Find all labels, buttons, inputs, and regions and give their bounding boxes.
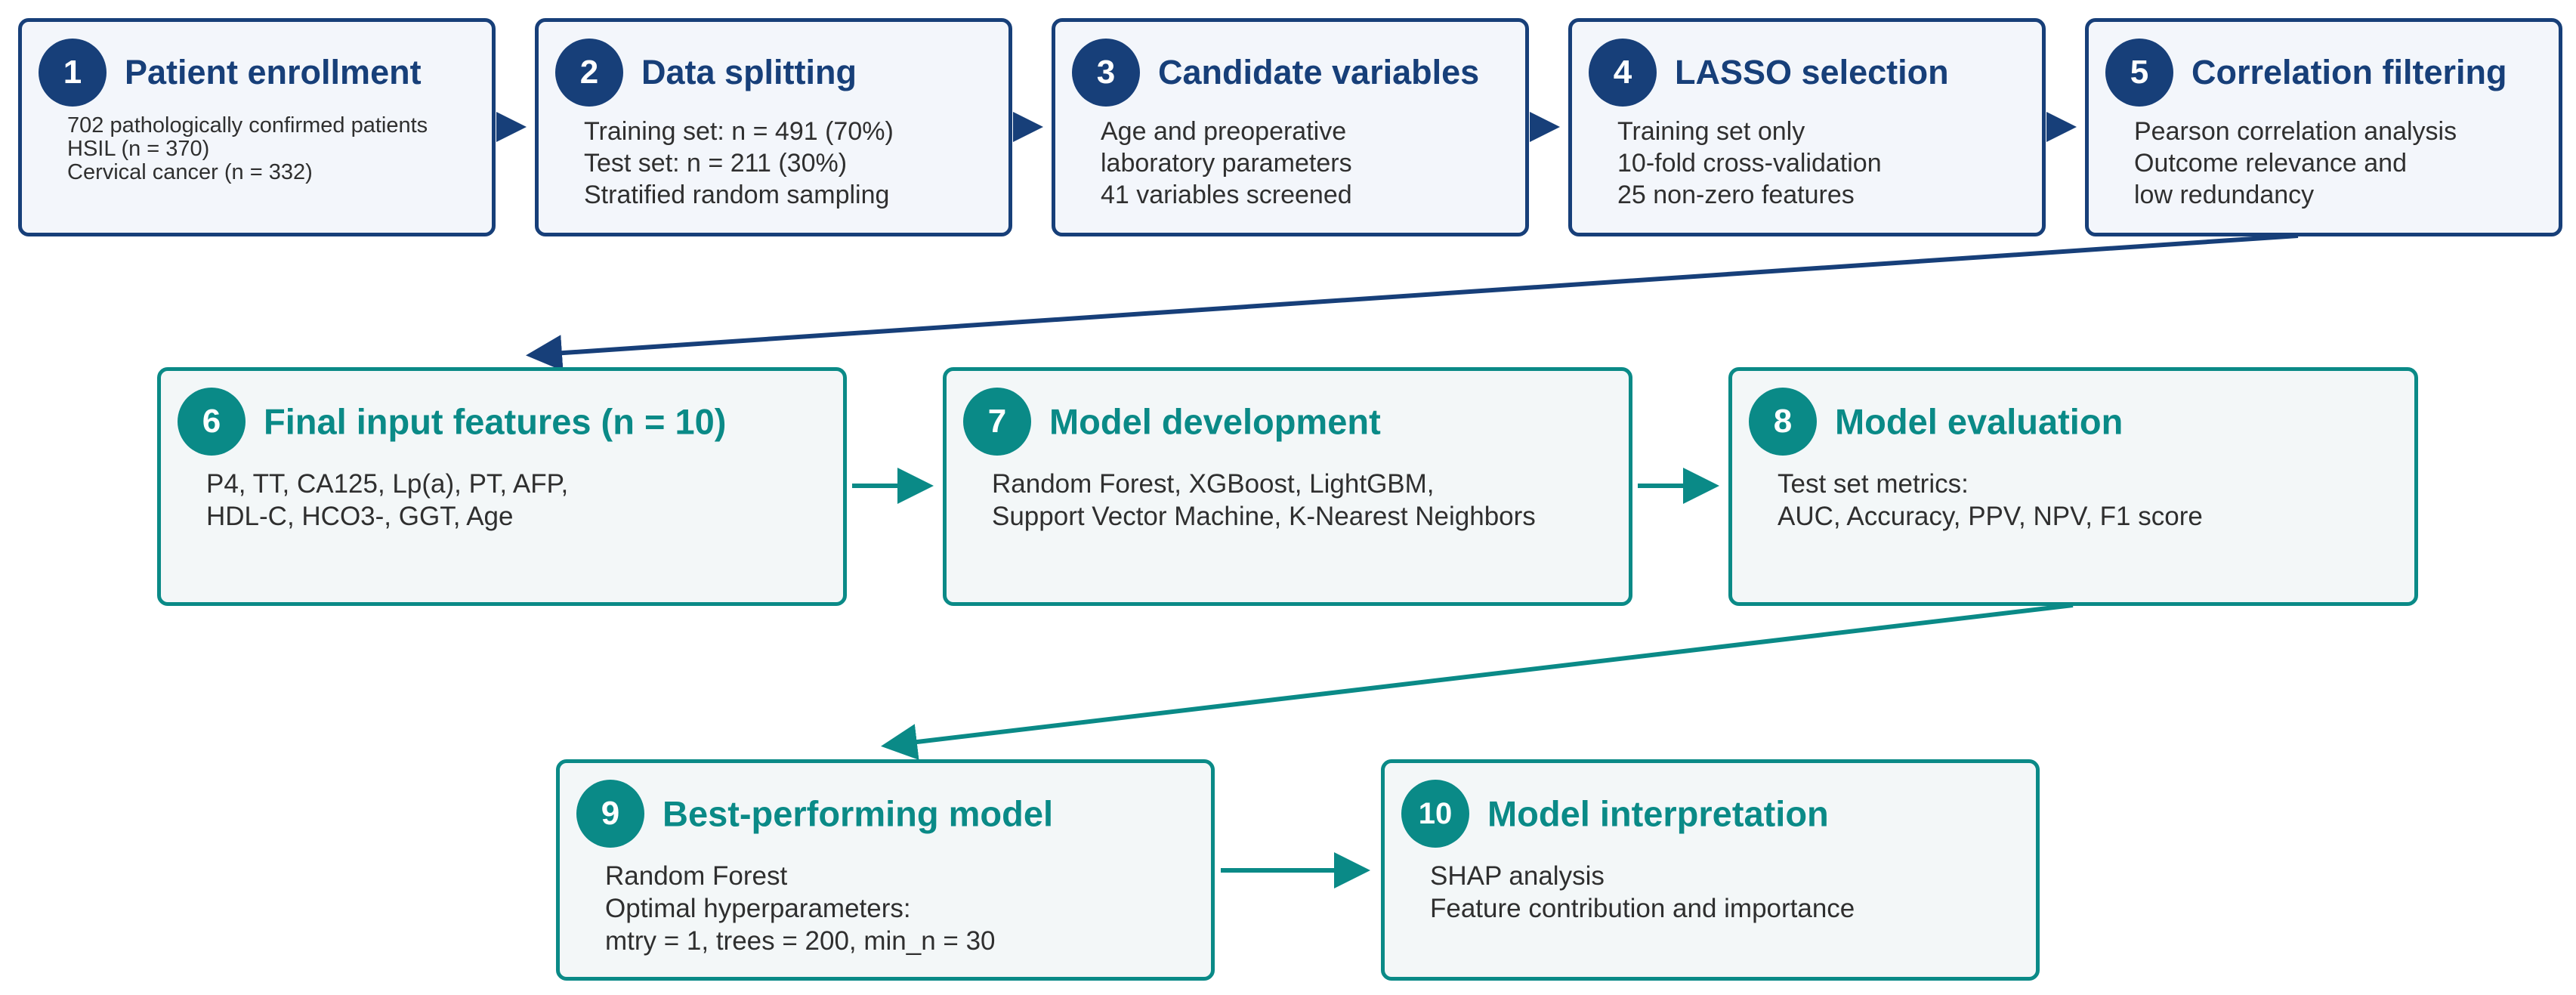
step-detail-line: Outcome relevance and [2134,149,2407,178]
step-details: Random Forest, XGBoost, LightGBM, Suppor… [992,468,1536,533]
step-model-development: 7 Model development Random Forest, XGBoo… [943,367,1632,606]
step-number-badge: 8 [1749,388,1817,456]
step-best-performing-model: 9 Best-performing model Random Forest Op… [556,759,1215,981]
step-details: Age and preoperative laboratory paramete… [1101,116,1352,211]
step-title: Final input features (n = 10) [264,401,727,442]
step-title: Candidate variables [1158,53,1480,91]
step-details: Pearson correlation analysis Outcome rel… [2134,116,2457,211]
step-model-interpretation: 10 Model interpretation SHAP analysis Fe… [1381,759,2040,981]
step-detail-line: Feature contribution and importance [1430,894,1855,923]
step-title: LASSO selection [1675,53,1949,91]
step-number-badge: 1 [39,39,107,107]
step-detail-line: Test set: n = 211 (30%) [584,149,848,178]
step-detail-line: Support Vector Machine, K-Nearest Neighb… [992,502,1536,531]
step-model-evaluation: 8 Model evaluation Test set metrics: AUC… [1728,367,2418,606]
step-detail-line: low redundancy [2134,181,2315,209]
step-detail-line: Test set metrics: [1778,469,1969,499]
step-title: Patient enrollment [125,53,422,91]
step-candidate-variables: 3 Candidate variables Age and preoperati… [1052,18,1529,236]
step-details: P4, TT, CA125, Lp(a), PT, AFP, HDL-C, HC… [206,468,568,533]
step-detail-line: 10-fold cross-validation [1617,149,1882,178]
step-detail-line: Training set only [1617,117,1805,146]
step-title: Best-performing model [663,793,1054,834]
step-number-badge: 7 [963,388,1031,456]
step-title: Model development [1049,401,1381,442]
step-number-badge: 5 [2105,39,2173,107]
step-title: Model evaluation [1835,401,2124,442]
arrow-5-to-6 [526,233,2299,372]
step-number-badge: 2 [555,39,623,107]
step-detail-line: HDL-C, HCO3-, GGT, Age [206,502,514,531]
step-correlation-filtering: 5 Correlation filtering Pearson correlat… [2085,18,2562,236]
step-patient-enrollment: 1 Patient enrollment 702 pathologically … [18,18,496,236]
step-number-badge: 6 [178,388,246,456]
step-details: Random Forest Optimal hyperparameters: m… [605,860,996,957]
step-details: Test set metrics: AUC, Accuracy, PPV, NP… [1778,468,2203,533]
step-details: 702 pathologically confirmed patients HS… [67,114,428,184]
step-detail-line: Random Forest, XGBoost, LightGBM, [992,469,1435,499]
step-number-badge: 3 [1072,39,1140,107]
step-number-badge: 10 [1401,780,1469,848]
step-detail-line: HSIL (n = 370) [67,137,210,161]
step-number-badge: 9 [576,780,644,848]
step-title: Data splitting [641,53,857,91]
step-detail-line: laboratory parameters [1101,149,1352,178]
step-detail-line: AUC, Accuracy, PPV, NPV, F1 score [1778,502,2203,531]
step-detail-line: Random Forest [605,861,788,891]
step-detail-line: 702 pathologically confirmed patients [67,113,428,138]
step-detail-line: Training set: n = 491 (70%) [584,117,894,146]
step-details: Training set: n = 491 (70%) Test set: n … [584,116,894,211]
step-title: Model interpretation [1487,793,1829,834]
step-detail-line: Cervical cancer (n = 332) [67,160,313,184]
step-detail-line: SHAP analysis [1430,861,1605,891]
step-title: Correlation filtering [2191,53,2507,91]
step-detail-line: 25 non-zero features [1617,181,1855,209]
step-details: SHAP analysis Feature contribution and i… [1430,860,1855,925]
step-detail-line: Pearson correlation analysis [2134,117,2457,146]
step-lasso-selection: 4 LASSO selection Training set only 10-f… [1568,18,2046,236]
step-detail-line: 41 variables screened [1101,181,1352,209]
step-detail-line: Age and preoperative [1101,117,1347,146]
step-detail-line: mtry = 1, trees = 200, min_n = 30 [605,926,996,956]
step-number-badge: 4 [1589,39,1657,107]
step-final-input-features: 6 Final input features (n = 10) P4, TT, … [157,367,847,606]
step-detail-line: Optimal hyperparameters: [605,894,911,923]
arrow-8-to-9 [881,603,2074,760]
step-details: Training set only 10-fold cross-validati… [1617,116,1882,211]
step-detail-line: P4, TT, CA125, Lp(a), PT, AFP, [206,469,569,499]
step-detail-line: Stratified random sampling [584,181,890,209]
step-data-splitting: 2 Data splitting Training set: n = 491 (… [535,18,1012,236]
